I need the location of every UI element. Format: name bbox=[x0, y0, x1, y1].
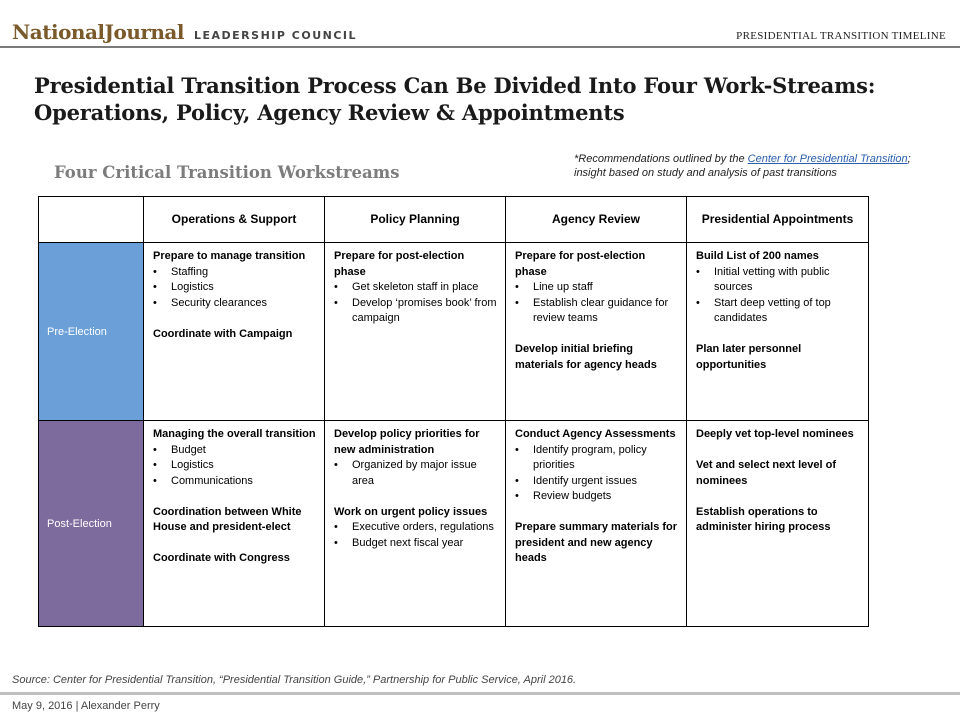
cell-heading: Develop initial briefing materials for a… bbox=[515, 343, 657, 371]
bullet-item: Communications bbox=[153, 474, 316, 490]
table-row-post-election: Post-Election Managing the overall trans… bbox=[38, 420, 869, 627]
cell-heading: Coordinate with Campaign bbox=[153, 327, 293, 340]
bullet-list: Executive orders, regulationsBudget next… bbox=[334, 520, 497, 551]
cell-heading: Develop policy priorities for new admini… bbox=[334, 428, 480, 456]
bullet-list: StaffingLogisticsSecurity clearances bbox=[153, 265, 316, 312]
bullet-item: Staffing bbox=[153, 265, 316, 281]
header-divider bbox=[0, 46, 960, 48]
bullet-item: Budget next fiscal year bbox=[334, 536, 497, 552]
cell-heading: Build List of 200 names bbox=[696, 250, 819, 262]
column-header: Agency Review bbox=[505, 196, 687, 243]
spacer bbox=[696, 489, 860, 505]
cell-heading: Managing the overall transition bbox=[153, 428, 316, 440]
source-citation: Source: Center for Presidential Transiti… bbox=[12, 674, 577, 686]
section-subtitle: Four Critical Transition Workstreams bbox=[54, 163, 400, 182]
column-header: Policy Planning bbox=[324, 196, 506, 243]
national-journal-logo: NationalJournal LEADERSHIP COUNCIL bbox=[12, 20, 357, 44]
cell-post-operations: Managing the overall transitionBudgetLog… bbox=[143, 420, 325, 627]
bullet-item: Establish clear guidance for review team… bbox=[515, 296, 678, 327]
spacer bbox=[696, 443, 860, 459]
section-label: PRESIDENTIAL TRANSITION TIMELINE bbox=[736, 30, 946, 42]
cell-heading: Conduct Agency Assessments bbox=[515, 428, 676, 440]
table-header-row: Operations & Support Policy Planning Age… bbox=[38, 196, 869, 243]
row-label-post-election: Post-Election bbox=[38, 420, 144, 627]
page-title: Presidential Transition Process Can Be D… bbox=[34, 73, 876, 125]
cell-heading: Prepare to manage transition bbox=[153, 250, 306, 262]
cell-pre-policy: Prepare for post-election phaseGet skele… bbox=[324, 242, 506, 421]
spacer bbox=[515, 505, 678, 521]
note-prefix: *Recommendations outlined by the bbox=[574, 153, 748, 165]
spacer bbox=[334, 489, 497, 505]
workstreams-table: Operations & Support Policy Planning Age… bbox=[38, 196, 869, 627]
spacer bbox=[153, 311, 316, 327]
bullet-item: Start deep vetting of top candidates bbox=[696, 296, 860, 327]
bullet-item: Review budgets bbox=[515, 489, 678, 505]
bullet-item: Identify urgent issues bbox=[515, 474, 678, 490]
spacer bbox=[153, 489, 316, 505]
bullet-list: Organized by major issue area bbox=[334, 458, 497, 489]
cell-pre-appointments: Build List of 200 namesInitial vetting w… bbox=[686, 242, 869, 421]
cell-post-agency: Conduct Agency AssessmentsIdentify progr… bbox=[505, 420, 687, 627]
cell-pre-operations: Prepare to manage transitionStaffingLogi… bbox=[143, 242, 325, 421]
row-label-pre-election: Pre-Election bbox=[38, 242, 144, 421]
footer-divider bbox=[0, 692, 960, 695]
bullet-item: Logistics bbox=[153, 458, 316, 474]
bullet-item: Get skeleton staff in place bbox=[334, 280, 497, 296]
cell-heading: Vet and select next level of nominees bbox=[696, 459, 837, 487]
cell-heading: Establish operations to administer hirin… bbox=[696, 505, 831, 534]
cell-heading: Prepare for post-election phase bbox=[334, 250, 465, 278]
bullet-list: Line up staffEstablish clear guidance fo… bbox=[515, 280, 678, 327]
table-row-pre-election: Pre-Election Prepare to manage transitio… bbox=[38, 242, 869, 421]
cell-heading: Prepare summary materials for president … bbox=[515, 521, 678, 564]
cell-heading: Coordination between White House and pre… bbox=[153, 505, 302, 534]
bullet-item: Budget bbox=[153, 443, 316, 459]
spacer bbox=[696, 327, 860, 343]
cell-heading: Work on urgent policy issues bbox=[334, 505, 488, 518]
column-header: Presidential Appointments bbox=[686, 196, 869, 243]
recommendation-note: *Recommendations outlined by the Center … bbox=[574, 152, 924, 196]
bullet-list: Initial vetting with public sourcesStart… bbox=[696, 265, 860, 327]
column-header: Operations & Support bbox=[143, 196, 325, 243]
bullet-item: Logistics bbox=[153, 280, 316, 296]
cell-heading: Plan later personnel opportunities bbox=[696, 343, 802, 371]
bullet-list: Get skeleton staff in placeDevelop ‘prom… bbox=[334, 280, 497, 327]
spacer bbox=[515, 327, 678, 343]
cell-heading: Coordinate with Congress bbox=[153, 552, 290, 564]
corner-cell bbox=[38, 196, 144, 243]
bullet-item: Initial vetting with public sources bbox=[696, 265, 860, 296]
bullet-item: Organized by major issue area bbox=[334, 458, 497, 489]
bullet-list: Identify program, policy prioritiesIdent… bbox=[515, 443, 678, 505]
cell-heading: Deeply vet top-level nominees bbox=[696, 428, 854, 440]
footer-date-author: May 9, 2016 | Alexander Perry bbox=[12, 700, 160, 712]
center-link[interactable]: Center for Presidential Transition bbox=[747, 153, 908, 165]
note-suffix: ; insight based on study and analysis of… bbox=[574, 153, 911, 179]
spacer bbox=[153, 536, 316, 552]
cell-heading: Prepare for post-election phase bbox=[515, 250, 646, 278]
bullet-item: Identify program, policy priorities bbox=[515, 443, 678, 474]
cell-pre-agency: Prepare for post-election phaseLine up s… bbox=[505, 242, 687, 421]
logo-name: NationalJournal bbox=[12, 20, 185, 44]
bullet-item: Executive orders, regulations bbox=[334, 520, 497, 536]
bullet-list: BudgetLogisticsCommunications bbox=[153, 443, 316, 490]
bullet-item: Line up staff bbox=[515, 280, 678, 296]
bullet-item: Develop ‘promises book’ from campaign bbox=[334, 296, 497, 327]
cell-post-policy: Develop policy priorities for new admini… bbox=[324, 420, 506, 627]
logo-subtitle: LEADERSHIP COUNCIL bbox=[194, 29, 358, 42]
bullet-item: Security clearances bbox=[153, 296, 316, 312]
